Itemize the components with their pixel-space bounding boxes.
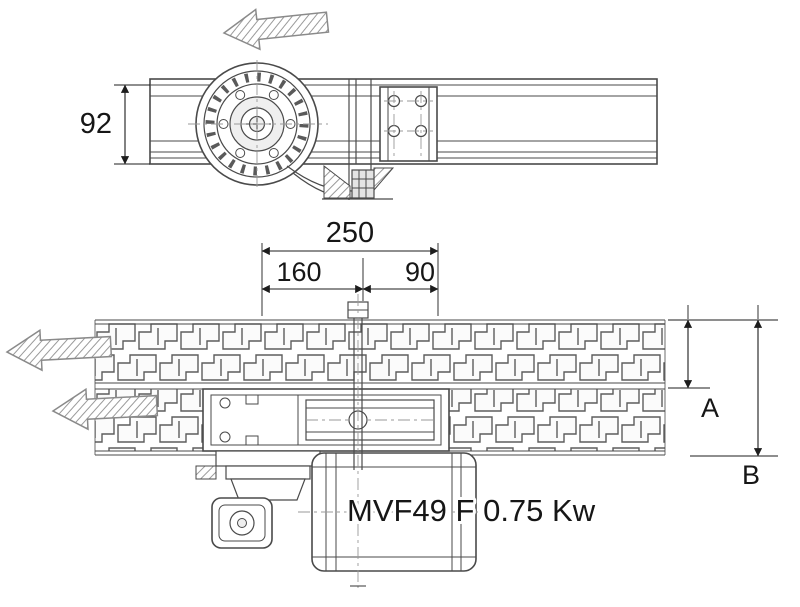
chain-guide-bracket: [322, 164, 395, 200]
dim-92-label: 92: [80, 108, 112, 140]
side-view: [149, 60, 658, 200]
dim-160-label: 160: [276, 257, 321, 287]
bolt-plate: [379, 86, 438, 162]
drive-sprocket: [188, 60, 353, 199]
dim-250-label: 250: [326, 217, 374, 249]
dimension-160: 160: [261, 257, 364, 294]
drive-shaft: [347, 294, 369, 588]
dim-90-label: 90: [405, 257, 435, 287]
flow-arrow-top-icon: [221, 1, 331, 54]
motor: [298, 452, 490, 572]
dimension-90: 90: [362, 257, 439, 294]
motor-model-label: MVF49 F 0.75 Kw: [347, 493, 596, 528]
dimension-250: 250: [261, 217, 439, 256]
dimension-a: A: [668, 305, 778, 423]
dim-a-label: A: [701, 393, 719, 423]
conveyor-chain: [94, 319, 666, 456]
dim-b-label: B: [742, 460, 760, 490]
gearbox: [195, 450, 321, 549]
dimension-b: B: [690, 319, 778, 490]
top-view: [5, 294, 666, 588]
dimension-92: 92: [80, 84, 150, 165]
dimension-extension-lines: [261, 243, 439, 316]
drive-station: [202, 388, 450, 452]
